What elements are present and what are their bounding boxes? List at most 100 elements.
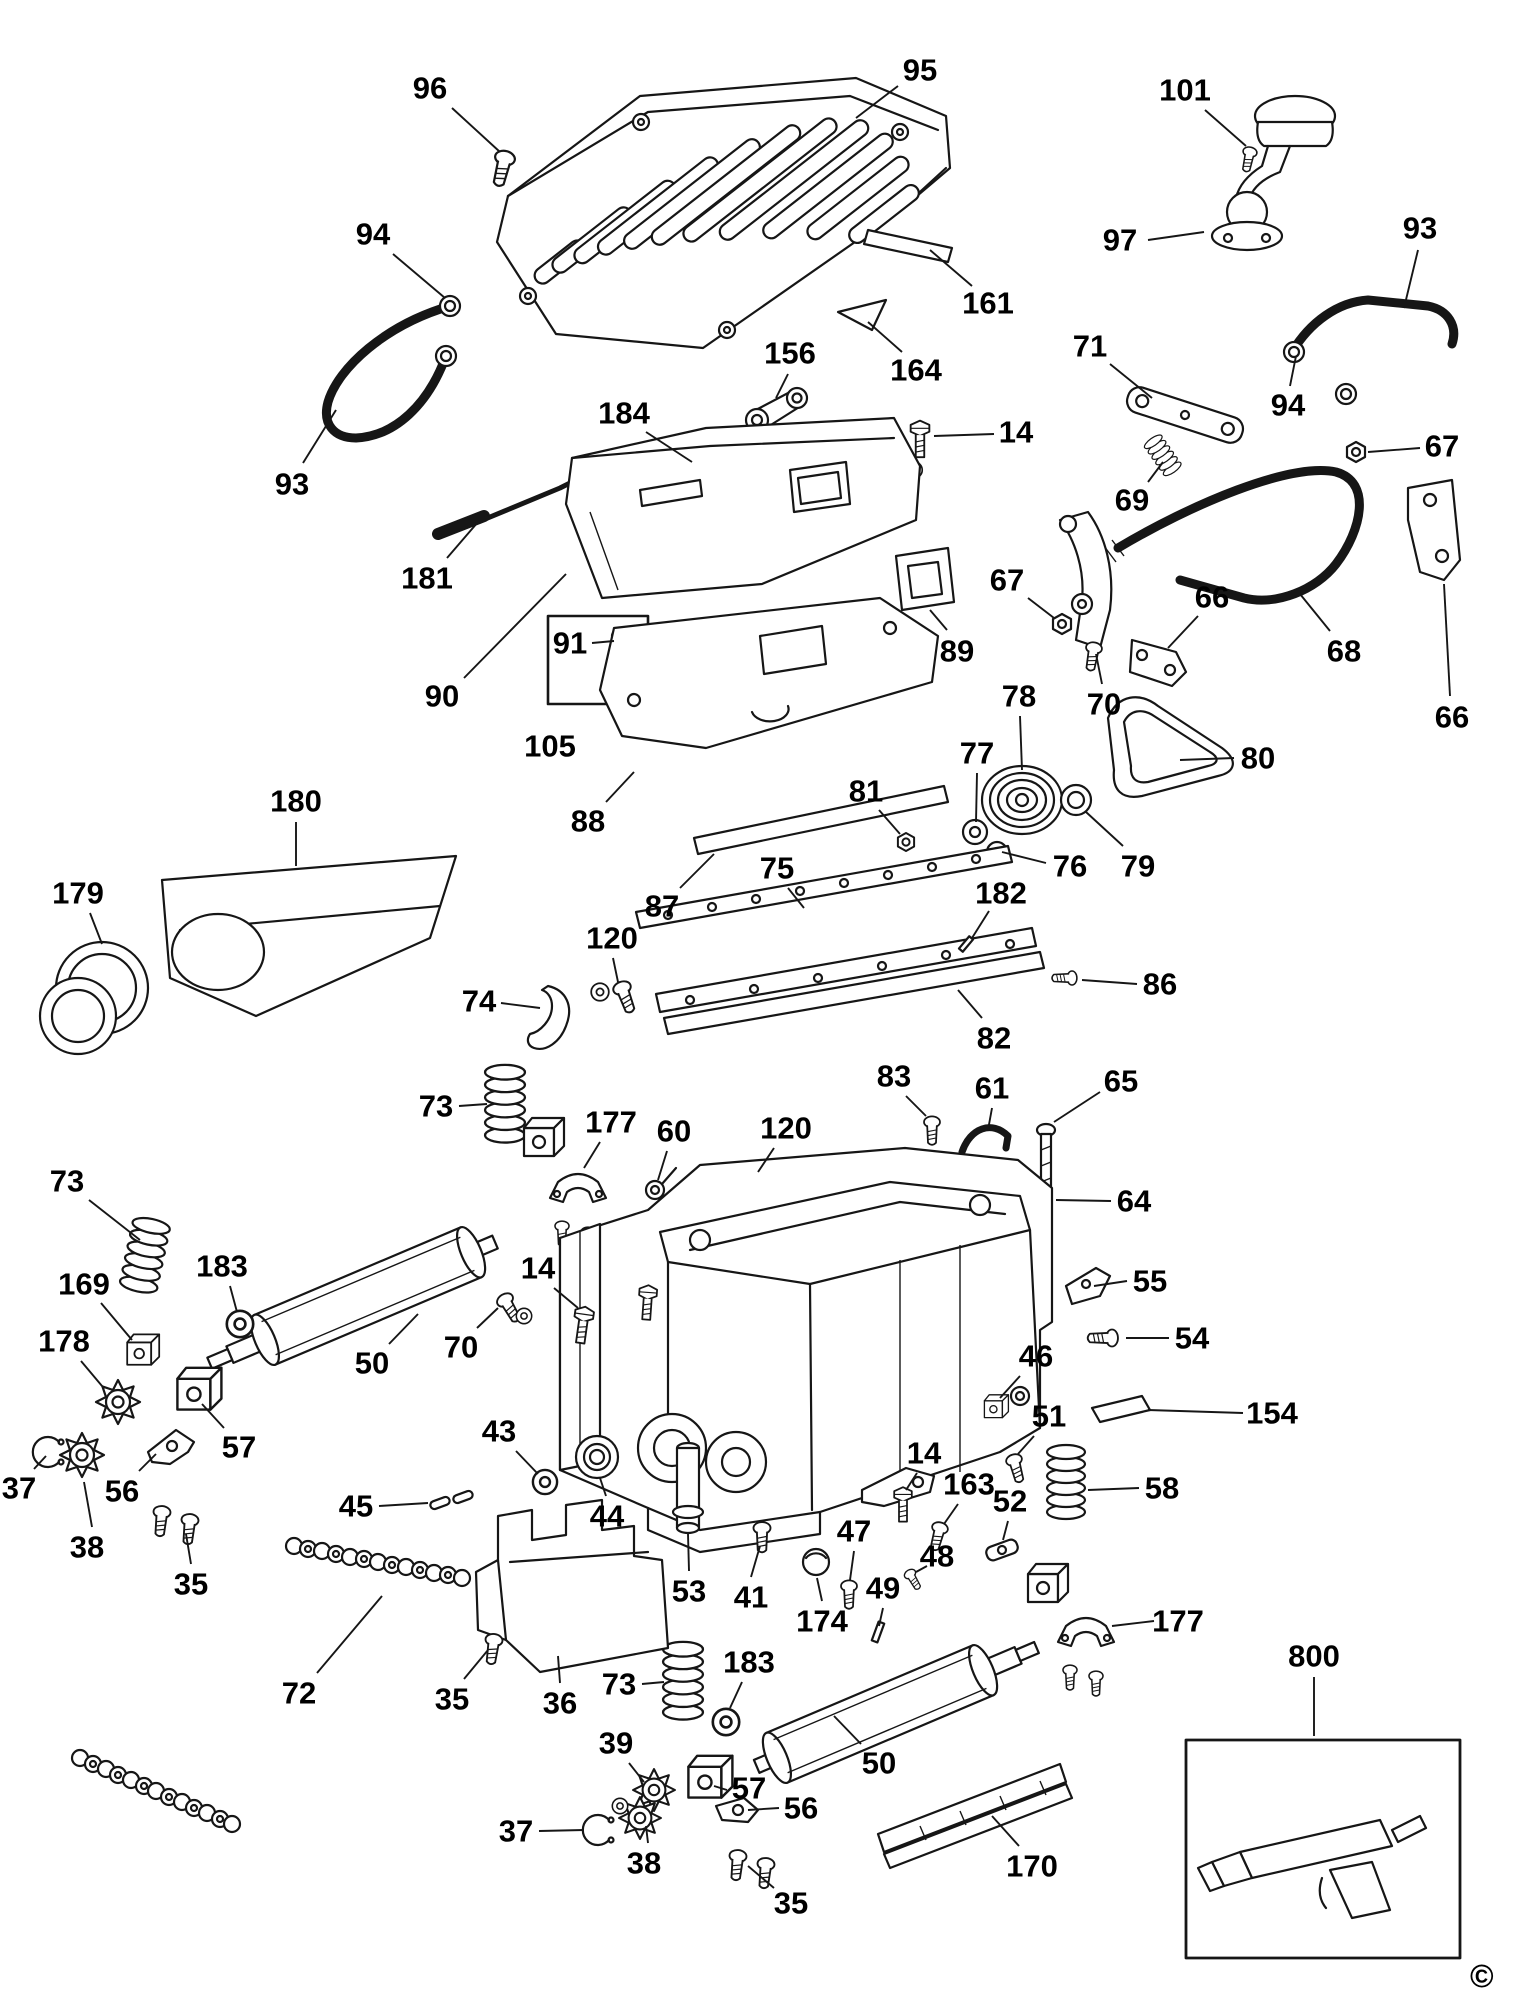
leader-line-86 [1081,979,1138,985]
leader-line-77 [975,772,978,823]
part-label-94: 94 [355,216,391,252]
part-label-66: 66 [1434,699,1470,735]
leader-line-46 [999,1375,1021,1399]
leader-line-14 [933,433,995,437]
part-label-90: 90 [424,678,460,714]
part-label-38: 38 [69,1529,105,1565]
part-label-71: 71 [1072,328,1108,364]
part-clip-52 [985,1538,1019,1562]
part-label-93: 93 [1402,210,1438,246]
part-bearing-44 [574,1434,620,1480]
leader-line-45 [378,1502,429,1507]
leader-line-69 [1147,461,1164,483]
leader-line-38 [83,1481,93,1528]
part-label-67: 67 [989,562,1025,598]
leader-line-161 [929,249,973,287]
part-blade-170 [876,1762,1074,1870]
part-label-35: 35 [773,1885,809,1921]
part-pins-45 [429,1489,474,1511]
part-label-68: 68 [1326,633,1362,669]
part-roller-50-upper [206,1225,499,1370]
part-label-87: 87 [644,888,680,924]
part-label-180: 180 [270,783,322,819]
part-label-177: 177 [1152,1603,1204,1639]
part-clip-61 [958,1124,1012,1156]
part-label-120: 120 [760,1110,812,1146]
leader-line-73 [641,1681,665,1685]
part-label-41: 41 [733,1579,769,1615]
leader-line-101 [1204,109,1247,147]
part-label-77: 77 [959,735,995,771]
leader-line-184 [645,431,693,463]
leader-line-49 [878,1607,884,1627]
part-label-80: 80 [1240,740,1276,776]
leader-line-76 [1001,851,1047,864]
leader-line-37 [33,1455,47,1470]
leader-line-66 [1167,615,1199,649]
leader-line-60 [657,1150,668,1181]
leader-line-72 [316,1595,383,1674]
part-label-183: 183 [723,1644,775,1680]
part-label-35: 35 [434,1681,470,1717]
leader-line-56 [747,1807,780,1811]
part-label-76: 76 [1052,848,1088,884]
leader-line-82 [957,989,983,1019]
part-label-81: 81 [848,773,884,809]
part-label-70: 70 [443,1329,479,1365]
part-label-88: 88 [570,803,606,839]
leader-line-156 [775,373,789,399]
leader-line-183 [729,1681,743,1709]
part-knife-bar-75 [634,844,1014,930]
part-square-ring-89 [894,546,956,612]
leader-line-93 [1403,249,1419,309]
leader-line-174 [816,1577,823,1602]
part-label-170: 170 [1006,1848,1058,1884]
part-label-14: 14 [906,1435,942,1471]
leader-line-179 [89,912,103,945]
leader-line-35 [747,1865,775,1889]
part-label-181: 181 [401,560,453,596]
part-label-161: 161 [962,285,1014,321]
part-ring-79 [1059,783,1093,817]
part-label-91: 91 [552,625,588,661]
part-chain-72-lower [70,1748,242,1834]
part-handle-tube-left [322,294,462,443]
leader-line-71 [1109,363,1153,399]
leader-line-37 [538,1829,585,1832]
part-label-66: 66 [1194,579,1230,615]
leader-line-43 [515,1450,539,1475]
leader-line-47 [849,1550,855,1581]
leader-line-90 [463,573,567,679]
part-hose-adapter-179 [38,940,150,1056]
leader-line-88 [605,771,635,803]
leader-line-178 [80,1360,103,1387]
leader-line-120 [612,957,619,983]
part-lever-71 [1125,386,1245,444]
leader-line-182 [971,910,990,939]
part-label-14: 14 [998,414,1034,450]
part-label-69: 69 [1114,482,1150,518]
leader-line-14 [905,1472,918,1491]
part-label-65: 65 [1103,1063,1139,1099]
part-label-38: 38 [626,1845,662,1881]
part-label-56: 56 [104,1473,140,1509]
part-pin-53 [671,1441,705,1535]
part-top-cover [495,76,952,350]
leader-line-93 [302,409,337,464]
part-label-56: 56 [783,1790,819,1826]
part-bracket-74 [526,984,571,1050]
leader-line-91 [591,640,615,644]
leader-line-61 [987,1107,993,1131]
leader-line-87 [679,853,715,889]
leader-line-38 [645,1825,649,1844]
part-label-70: 70 [1086,686,1122,722]
leader-line-50 [833,1715,862,1745]
part-label-44: 44 [589,1498,625,1534]
part-label-58: 58 [1144,1470,1180,1506]
leader-line-183 [229,1285,238,1313]
leader-line-67 [1367,447,1421,453]
leader-line-53 [687,1533,690,1572]
part-bracket-56-lower [714,1796,760,1824]
inset-box-800 [1184,1738,1462,1960]
